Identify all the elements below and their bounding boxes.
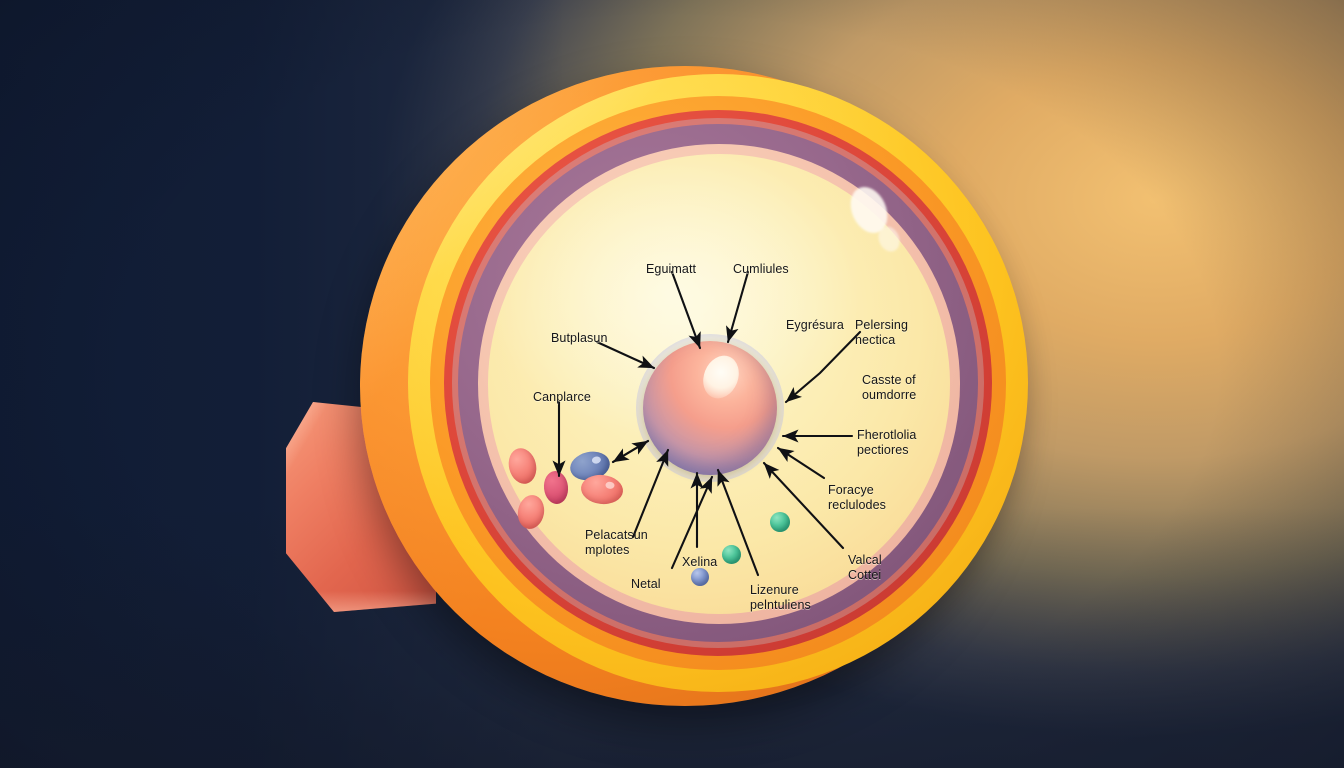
label-fherotlola: Fherotlolia pectiores — [857, 428, 917, 457]
label-canplarce: Canplarce — [533, 390, 591, 404]
label-palacatsun: Pelacatsun mplotes — [585, 528, 648, 557]
vesicle-green-1 — [770, 512, 790, 532]
label-cumliules: Cumliules — [733, 262, 789, 276]
label-foracye: Foracye reclulodes — [828, 483, 886, 512]
vesicle-blue-1 — [691, 568, 709, 586]
label-pelersing: Pelersing nectica — [855, 318, 909, 347]
label-casste: Casste of oumdorre — [862, 373, 917, 402]
vesicle-green-2 — [722, 545, 741, 564]
label-xelina: Xelina — [682, 555, 718, 569]
label-lizenure: Lizenure pelntuliens — [750, 583, 811, 612]
label-valcal: Valcal Cottei — [848, 553, 882, 582]
label-eygresura: Eygrésura — [786, 318, 844, 332]
label-butplasun: Butplasun — [551, 331, 608, 345]
label-netal: Netal — [631, 577, 661, 591]
label-equimatt: Eguimatt — [646, 262, 697, 276]
